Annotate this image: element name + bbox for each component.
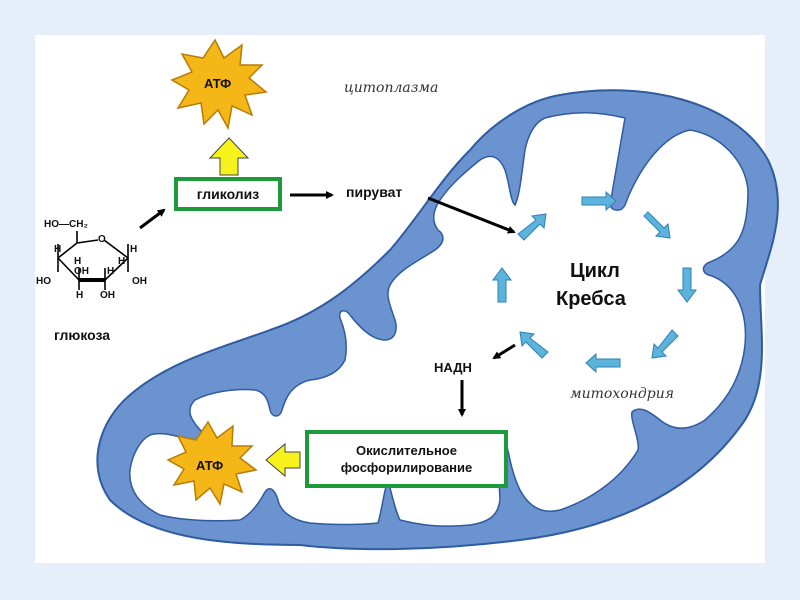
- glucose-ring-oxygen: O: [98, 234, 106, 245]
- glycolysis-label: гликолиз: [196, 186, 260, 202]
- glucose-h-low: H: [76, 290, 84, 301]
- nadh-label: НАДН: [434, 360, 472, 375]
- pyruvate-label: пируват: [346, 184, 403, 200]
- glucose-oh-mid-left: OH: [74, 266, 89, 277]
- glucose-label: глюкоза: [54, 327, 111, 343]
- krebs-arrow-top: [581, 190, 617, 212]
- krebs-arrow-bottom: [585, 352, 621, 374]
- krebs-arrow-upper-right: [643, 211, 671, 239]
- krebs-arrow-upper-left: [517, 213, 547, 241]
- pyruvate-to-krebs-arrow: [427, 196, 516, 234]
- atp-bottom-label: АТФ: [196, 458, 224, 473]
- glucose-h-top-right: H: [130, 244, 138, 255]
- glucose-ho-left: HO: [36, 276, 51, 287]
- glucose-h-mid-right: H: [107, 266, 115, 277]
- krebs-cycle-label-line1: Цикл: [570, 260, 620, 282]
- atp-top-label: АТФ: [204, 76, 232, 91]
- krebs-arrow-left: [492, 267, 512, 303]
- glucose-oh-bottom: OH: [100, 290, 115, 301]
- oxphos-label-line2: фосфорилирование: [340, 460, 473, 475]
- mitochondria-label: митохондрия: [570, 386, 674, 402]
- cytoplasm-label: цитоплазма: [344, 80, 439, 96]
- atp-star-bottom: [166, 420, 258, 506]
- glucose-h-left-upper: H: [74, 256, 82, 267]
- glucose-h-top-left: H: [54, 244, 62, 255]
- krebs-to-nadh-arrow: [492, 343, 516, 360]
- oxphos-label-line1: Окислительное: [356, 443, 457, 458]
- mitochondrion-matrix: [129, 112, 749, 527]
- krebs-arrow-lower-left: [519, 331, 549, 359]
- krebs-arrow-right: [677, 267, 697, 303]
- oxidative-phosphorylation-box: Окислительное фосфорилирование: [305, 430, 508, 488]
- glucose-top-group: HO—CH₂: [44, 219, 88, 230]
- glucose-to-glycolysis-arrow: [139, 208, 166, 230]
- krebs-arrow-lower-right: [651, 329, 679, 359]
- krebs-cycle-label-line2: Кребса: [556, 288, 626, 310]
- glycolysis-box: гликолиз: [174, 177, 282, 211]
- glucose-ring: [57, 231, 129, 290]
- oxphos-to-atp-arrow: [265, 442, 301, 478]
- glucose-h-bottom-mid: H: [118, 256, 126, 267]
- glucose-oh-right: OH: [132, 276, 147, 287]
- atp-star-top: [170, 38, 268, 131]
- glycolysis-to-atp-arrow: [208, 137, 250, 176]
- flow-arrows: [139, 191, 516, 417]
- krebs-cycle-arrows: [492, 190, 697, 374]
